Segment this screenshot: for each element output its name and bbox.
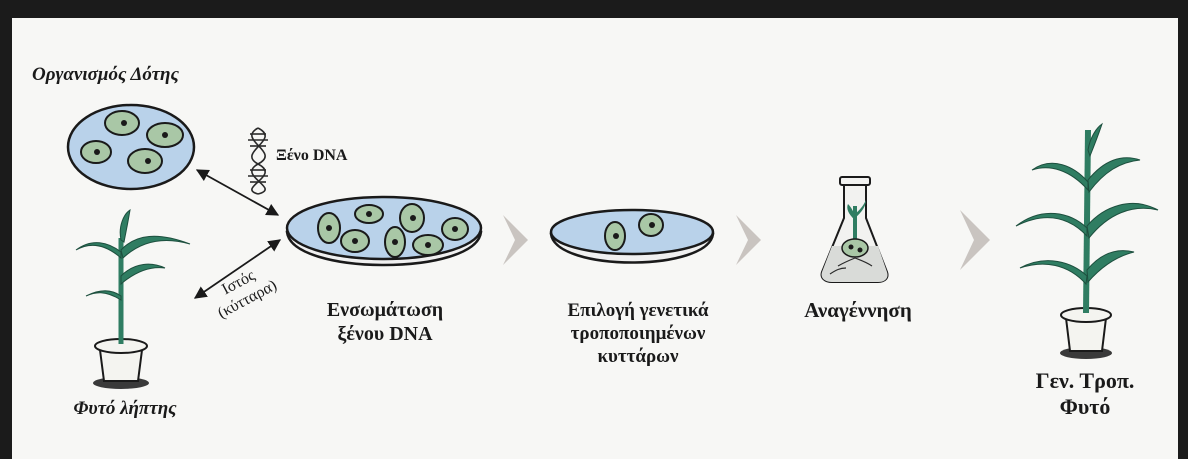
gm-plant-label: Γεν. Τροπ. Φυτό: [1010, 368, 1160, 421]
donor-cell: [128, 149, 162, 173]
incorporation-dish: [287, 197, 481, 265]
selection-label-line2: τροποποιημένων: [528, 323, 748, 346]
selection-label: Επιλογή γενετικά τροποποιημένων κυττάρων: [528, 300, 748, 368]
selection-dish: [551, 210, 713, 263]
incorporation-label-line1: Ενσωμάτωση: [300, 298, 470, 322]
foreign-dna-label: Ξένο DNA: [276, 146, 386, 165]
selected-cell: [639, 214, 663, 236]
incorporation-cell: [341, 230, 369, 252]
donor-cell: [147, 123, 183, 147]
process-chevron: [960, 210, 990, 270]
incorporation-cell: [442, 218, 468, 240]
process-chevron: [503, 215, 528, 265]
donor-label: Οργανισμός Δότης: [32, 64, 252, 87]
selected-cell: [605, 222, 625, 250]
process-chevron: [736, 215, 761, 265]
dna-helix-icon: [248, 128, 268, 194]
incorporation-cell: [355, 205, 383, 223]
incorporation-cell: [385, 227, 405, 257]
selection-label-line1: Επιλογή γενετικά: [528, 300, 748, 323]
donor-cell: [105, 111, 139, 135]
incorporation-label-line2: ξένου DNA: [300, 322, 470, 346]
gm-plant-label-line2: Φυτό: [1010, 394, 1160, 420]
donor-cell: [81, 141, 111, 163]
recipient-label: Φυτό λήπτης: [40, 398, 210, 421]
incorporation-cell: [413, 235, 443, 255]
selection-label-line3: κυττάρων: [528, 346, 748, 369]
gm-plant: [1016, 124, 1158, 359]
incorporation-label: Ενσωμάτωση ξένου DNA: [300, 298, 470, 346]
gm-plant-label-line1: Γεν. Τροπ.: [1010, 368, 1160, 394]
regeneration-label: Αναγέννηση: [770, 298, 946, 323]
incorporation-cell: [400, 204, 424, 232]
regeneration-flask: [822, 177, 888, 282]
donor-dish: [68, 105, 194, 189]
incorporation-cell: [318, 213, 340, 243]
recipient-plant: [76, 210, 190, 389]
